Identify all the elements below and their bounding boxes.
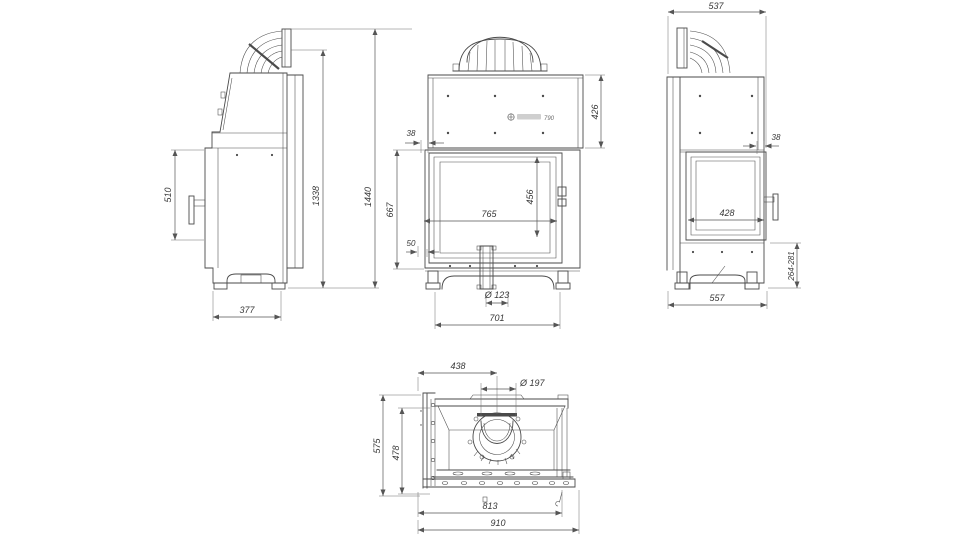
dim-label-197: Ø 197 [519, 378, 546, 388]
dim-label-38-right: 38 [772, 133, 781, 142]
flue-elbow-left [239, 28, 292, 74]
dim-label-667: 667 [385, 202, 395, 218]
dim-label-264-281: 264-281 [787, 251, 796, 281]
dim-label-123: Ø 123 [484, 290, 510, 300]
door-handle-right [763, 193, 779, 221]
view-front: 790 426 38 667 [385, 36, 605, 329]
view-top: 438 Ø 197 575 478 813 910 [372, 361, 580, 534]
dim-label-910: 910 [490, 518, 505, 528]
dim-label-377: 377 [239, 305, 255, 315]
dim-label-38-front: 38 [407, 129, 416, 138]
flue-collar [467, 412, 527, 465]
door-handle-left [188, 195, 206, 225]
flue-cowl [452, 36, 548, 76]
dim-label-765: 765 [481, 209, 497, 219]
door-latch-front [557, 186, 567, 207]
dim-label-428: 428 [719, 208, 734, 218]
view-side-left: 510 1338 1440 377 [163, 28, 412, 321]
side-left-body-outline [204, 72, 288, 284]
dim-label-1440: 1440 [363, 187, 373, 207]
brand-logo: 790 [507, 113, 555, 122]
logo-model-text: 790 [544, 116, 555, 122]
center-pedestal [476, 245, 497, 290]
dim-label-537: 537 [708, 1, 724, 11]
dim-label-478: 478 [391, 445, 401, 460]
view-side-right: 537 38 428 264-281 557 [666, 1, 801, 309]
dim-label-456: 456 [525, 189, 535, 204]
dim-label-50: 50 [407, 239, 416, 248]
dim-label-510: 510 [163, 187, 173, 202]
dim-label-575: 575 [372, 438, 382, 454]
latch-hook [555, 491, 563, 507]
dim-label-701: 701 [489, 313, 504, 323]
dim-label-557: 557 [709, 293, 725, 303]
dim-label-426: 426 [590, 104, 600, 119]
dim-label-1338: 1338 [311, 186, 321, 206]
dim-label-438: 438 [450, 361, 465, 371]
dim-label-813: 813 [482, 501, 497, 511]
flue-elbow-right [676, 27, 731, 74]
